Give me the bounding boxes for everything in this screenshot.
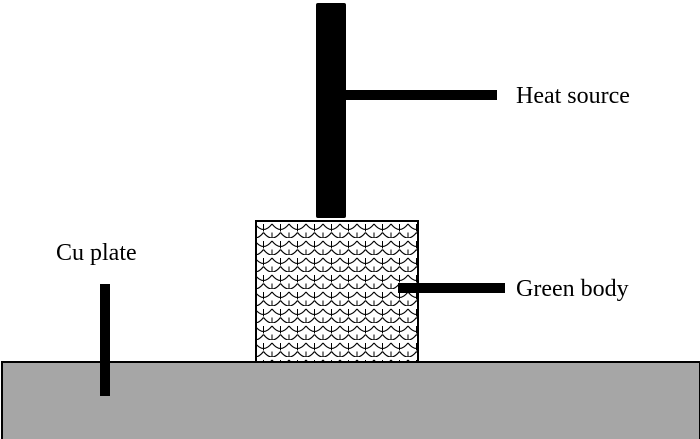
cu-plate-leader [100,284,110,396]
heat-source [316,3,346,218]
green-body-leader [398,283,505,293]
heat-source-label: Heat source [516,83,630,109]
heat-source-leader [346,90,497,100]
cu-plate [1,361,700,439]
green-body-label: Green body [516,276,629,302]
cu-plate-label: Cu plate [56,240,137,266]
green-body [255,220,419,363]
